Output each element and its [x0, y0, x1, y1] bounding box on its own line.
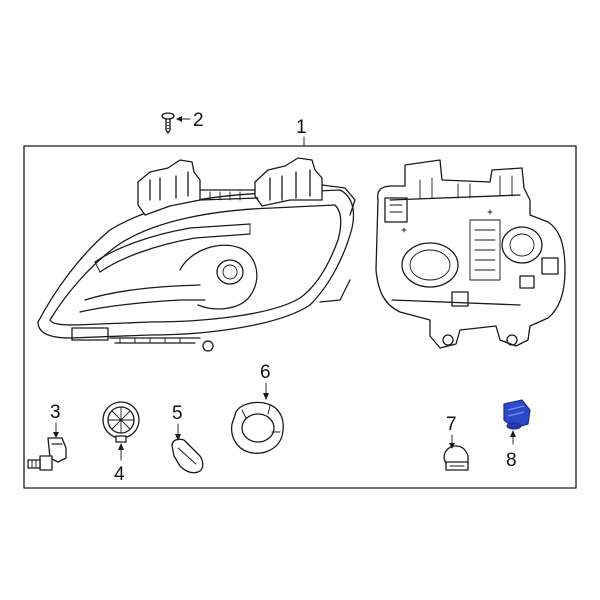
callout-5: 5: [172, 403, 183, 441]
part-5-seal[interactable]: [171, 438, 204, 474]
part-8-socket-highlighted[interactable]: [503, 399, 531, 430]
callout-4: 4: [114, 443, 125, 485]
callout-2-label: 2: [193, 110, 204, 131]
callout-6: 6: [260, 362, 271, 400]
part-7-bulb[interactable]: [443, 445, 469, 471]
assembly-frame: [23, 145, 577, 489]
headlamp-assembly-front[interactable]: [37, 157, 356, 352]
part-2-screw[interactable]: [161, 112, 175, 134]
callout-4-label: 4: [114, 464, 125, 485]
part-6-socket[interactable]: [230, 401, 284, 454]
callout-7: 7: [446, 414, 457, 449]
callout-8-label: 8: [506, 450, 517, 471]
callout-3-label: 3: [50, 402, 61, 423]
part-3-bulb[interactable]: [27, 437, 67, 471]
callout-2: 2: [176, 110, 204, 131]
callout-3: 3: [50, 402, 61, 438]
callout-6-label: 6: [260, 362, 271, 383]
callout-7-label: 7: [446, 414, 457, 435]
callout-1: 1: [296, 117, 307, 147]
callout-1-label: 1: [296, 117, 307, 138]
callout-5-label: 5: [172, 403, 183, 424]
part-4-cover[interactable]: [102, 401, 140, 443]
callout-8: 8: [506, 430, 517, 471]
headlamp-housing-back[interactable]: [375, 159, 566, 349]
